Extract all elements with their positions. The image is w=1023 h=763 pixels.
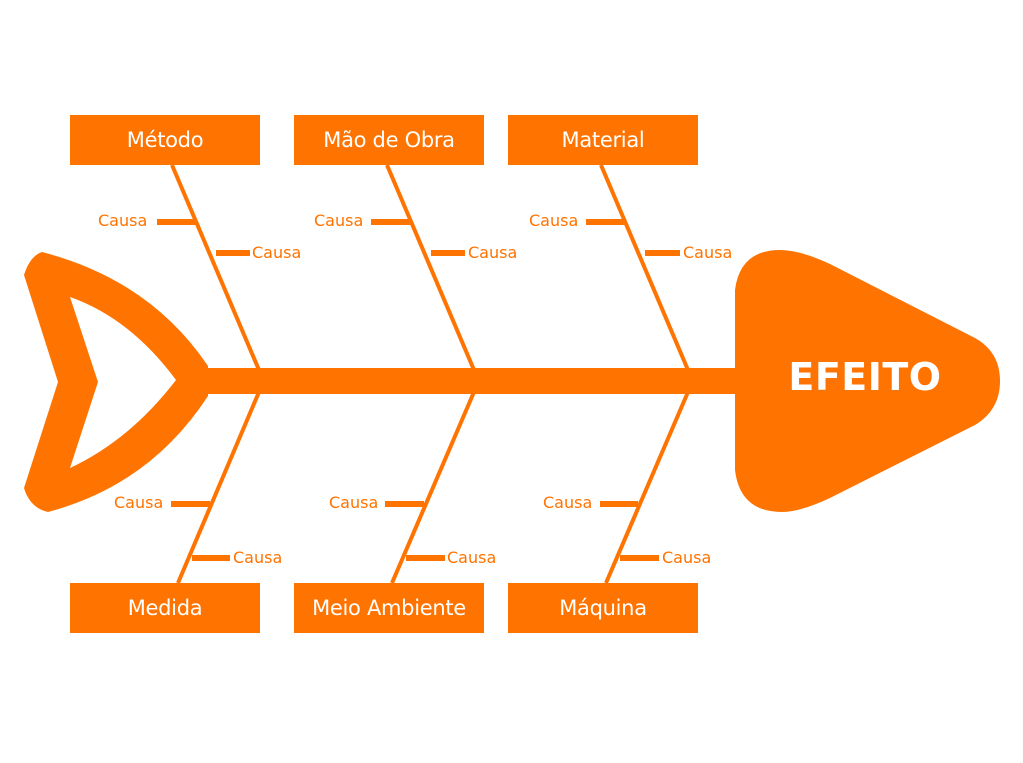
category-label: Medida	[127, 596, 203, 620]
cause-label: Causa	[529, 211, 579, 230]
fish-head	[735, 250, 1000, 512]
cause-label: Causa	[468, 243, 518, 262]
effect-label: EFEITO	[788, 355, 942, 399]
category-label: Mão de Obra	[323, 128, 455, 152]
category-box-medida: Medida	[70, 583, 260, 633]
fish-spine	[200, 368, 745, 394]
cause-label: Causa	[98, 211, 148, 230]
fish-tail	[24, 252, 208, 512]
cause-label: Causa	[114, 493, 164, 512]
category-box-material: Material	[508, 115, 698, 165]
cause-label: Causa	[252, 243, 302, 262]
category-label: Meio Ambiente	[312, 596, 466, 620]
category-bone	[170, 164, 261, 371]
category-box-meio-ambiente: Meio Ambiente	[294, 583, 484, 633]
category-bone	[390, 391, 476, 584]
category-box-maquina: Máquina	[508, 583, 698, 633]
category-bone	[385, 164, 476, 371]
cause-label: Causa	[683, 243, 733, 262]
cause-label: Causa	[314, 211, 364, 230]
category-label: Método	[126, 128, 204, 152]
category-label: Máquina	[559, 596, 647, 620]
cause-label: Causa	[447, 548, 497, 567]
category-label: Material	[561, 128, 645, 152]
category-bone	[604, 391, 690, 584]
category-bone	[176, 391, 261, 584]
category-box-metodo: Método	[70, 115, 260, 165]
cause-label: Causa	[233, 548, 283, 567]
cause-label: Causa	[329, 493, 379, 512]
cause-label: Causa	[543, 493, 593, 512]
category-box-mao-de-obra: Mão de Obra	[294, 115, 484, 165]
category-bone	[599, 164, 690, 371]
cause-label: Causa	[662, 548, 712, 567]
